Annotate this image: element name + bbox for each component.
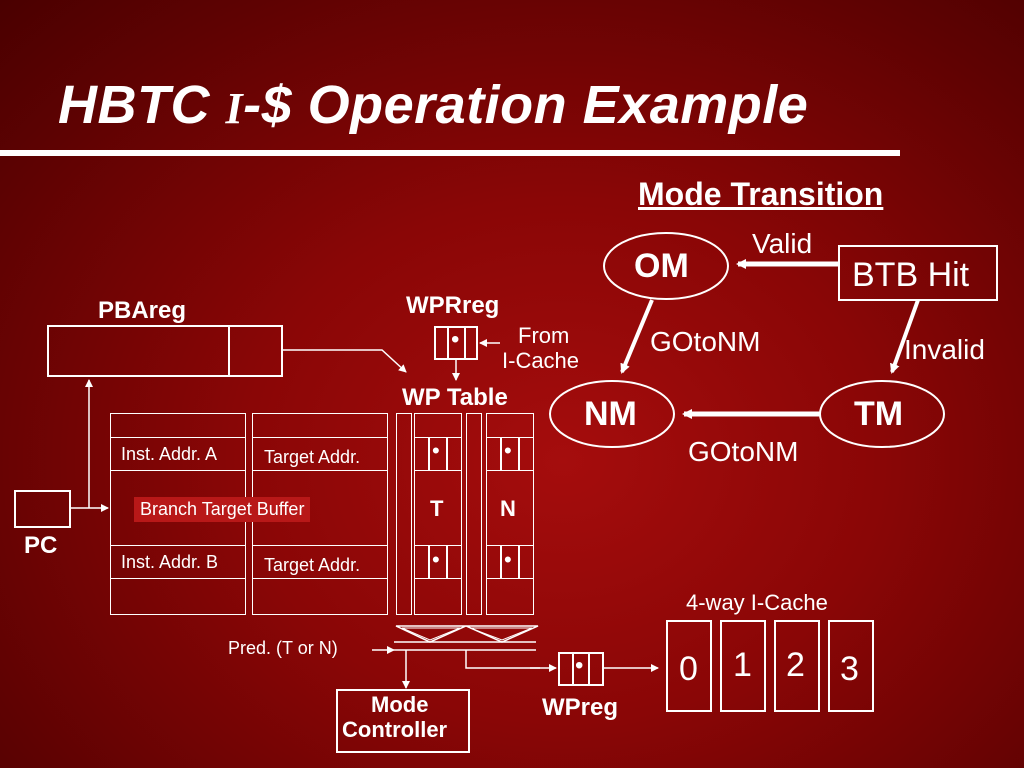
wp-t-div-a1	[428, 437, 430, 470]
wpreg-div-1	[572, 652, 574, 686]
mode-controller-line1: Mode	[371, 692, 429, 717]
title-text-rest: -$ Operation Example	[243, 75, 809, 135]
pbareg-label: PBAreg	[98, 297, 187, 324]
wp-n-div-a1	[500, 437, 502, 470]
state-tm-label: TM	[854, 395, 904, 433]
wpreg-label: WPreg	[542, 694, 619, 721]
wp-col-n-label: N	[500, 496, 516, 521]
mode-controller-box	[336, 689, 470, 753]
mode-transition-heading: Mode Transition	[638, 176, 884, 212]
arrow-om-to-nm	[620, 299, 654, 374]
state-om-ellipse	[603, 232, 729, 300]
wp-n-rows-2	[486, 470, 534, 546]
goto-nm-label-1: GOtoNM	[650, 326, 761, 357]
invalid-label: Invalid	[904, 334, 985, 365]
wp-table-label: WP Table	[402, 384, 508, 411]
wire-pbareg-to-wptable	[282, 349, 407, 373]
wp-t-div-b1	[428, 546, 430, 579]
title-text: HBTC	[58, 75, 226, 135]
icache-label: 4-way I-Cache	[686, 590, 828, 615]
wp-n-dot-b: •	[504, 547, 512, 572]
target-addr-a: Target Addr.	[264, 447, 361, 467]
wp-t-dot-b: •	[432, 547, 440, 572]
inst-addr-b: Inst. Addr. B	[121, 552, 219, 572]
wpreg-register	[558, 652, 604, 686]
icache-way-3	[828, 620, 874, 712]
wp-t-dot-a: •	[432, 438, 440, 463]
wp-col-mid-narrow	[466, 413, 482, 615]
icache-source-label: I-Cache	[502, 348, 580, 373]
btb-inst-row-lines-2	[110, 470, 246, 546]
btb-hit-box	[838, 245, 998, 301]
wp-col-n	[486, 413, 534, 615]
wprreg-label: WPRreg	[406, 292, 500, 319]
title-italic-i: I	[225, 84, 244, 133]
icache-way-2-label: 2	[786, 646, 805, 684]
icache-way-1	[720, 620, 766, 712]
wp-t-div-a2	[446, 437, 448, 470]
wp-col-t	[414, 413, 462, 615]
wp-col-left-narrow	[396, 413, 412, 615]
valid-label: Valid	[752, 228, 813, 259]
wpreg-dot: •	[575, 652, 584, 679]
icache-way-3-label: 3	[840, 650, 859, 688]
target-addr-b: Target Addr.	[264, 555, 361, 575]
mode-controller-line2: Controller	[342, 717, 448, 742]
btb-target-row-lines-2	[252, 470, 388, 546]
arrow-btb-to-tm	[890, 299, 920, 374]
icache-way-0	[666, 620, 712, 712]
wire-to-wpreg	[465, 650, 540, 669]
mux-triangles-inner	[401, 627, 533, 641]
mux-triangles	[395, 625, 539, 643]
pc-label: PC	[24, 532, 58, 559]
state-nm-label: NM	[584, 395, 637, 433]
wp-t-rows	[414, 437, 462, 579]
pc-register	[14, 490, 71, 528]
wp-n-div-a2	[518, 437, 520, 470]
wp-col-t-label: T	[430, 496, 444, 521]
wp-n-rows	[486, 437, 534, 579]
wprreg-div-1	[447, 326, 449, 360]
state-nm-ellipse	[549, 380, 675, 448]
wp-n-div-b2	[518, 546, 520, 579]
wp-t-rows-2	[414, 470, 462, 546]
wp-n-dot-a: •	[504, 438, 512, 463]
pbareg-register	[47, 325, 283, 377]
pbareg-divider	[228, 325, 230, 377]
icache-way-2	[774, 620, 820, 712]
inst-addr-a: Inst. Addr. A	[121, 444, 218, 464]
wpreg-div-2	[588, 652, 590, 686]
btb-label: Branch Target Buffer	[134, 497, 311, 522]
title-rule	[0, 150, 900, 156]
btb-target-row-lines	[252, 437, 388, 579]
wprreg-dot: •	[451, 326, 460, 353]
page-title: HBTC I-$ Operation Example	[58, 74, 808, 136]
pred-label: Pred. (T or N)	[228, 638, 338, 658]
from-label: From	[518, 323, 570, 348]
wprreg-register	[434, 326, 478, 360]
btb-hit-label: BTB Hit	[852, 256, 970, 294]
icache-way-1-label: 1	[733, 646, 752, 684]
wp-n-div-b1	[500, 546, 502, 579]
wp-t-div-b2	[446, 546, 448, 579]
wprreg-div-2	[464, 326, 466, 360]
state-om-label: OM	[634, 247, 689, 285]
btb-inst-row-lines	[110, 437, 246, 579]
goto-nm-label-2: GOtoNM	[688, 436, 799, 467]
icache-way-0-label: 0	[679, 650, 698, 688]
